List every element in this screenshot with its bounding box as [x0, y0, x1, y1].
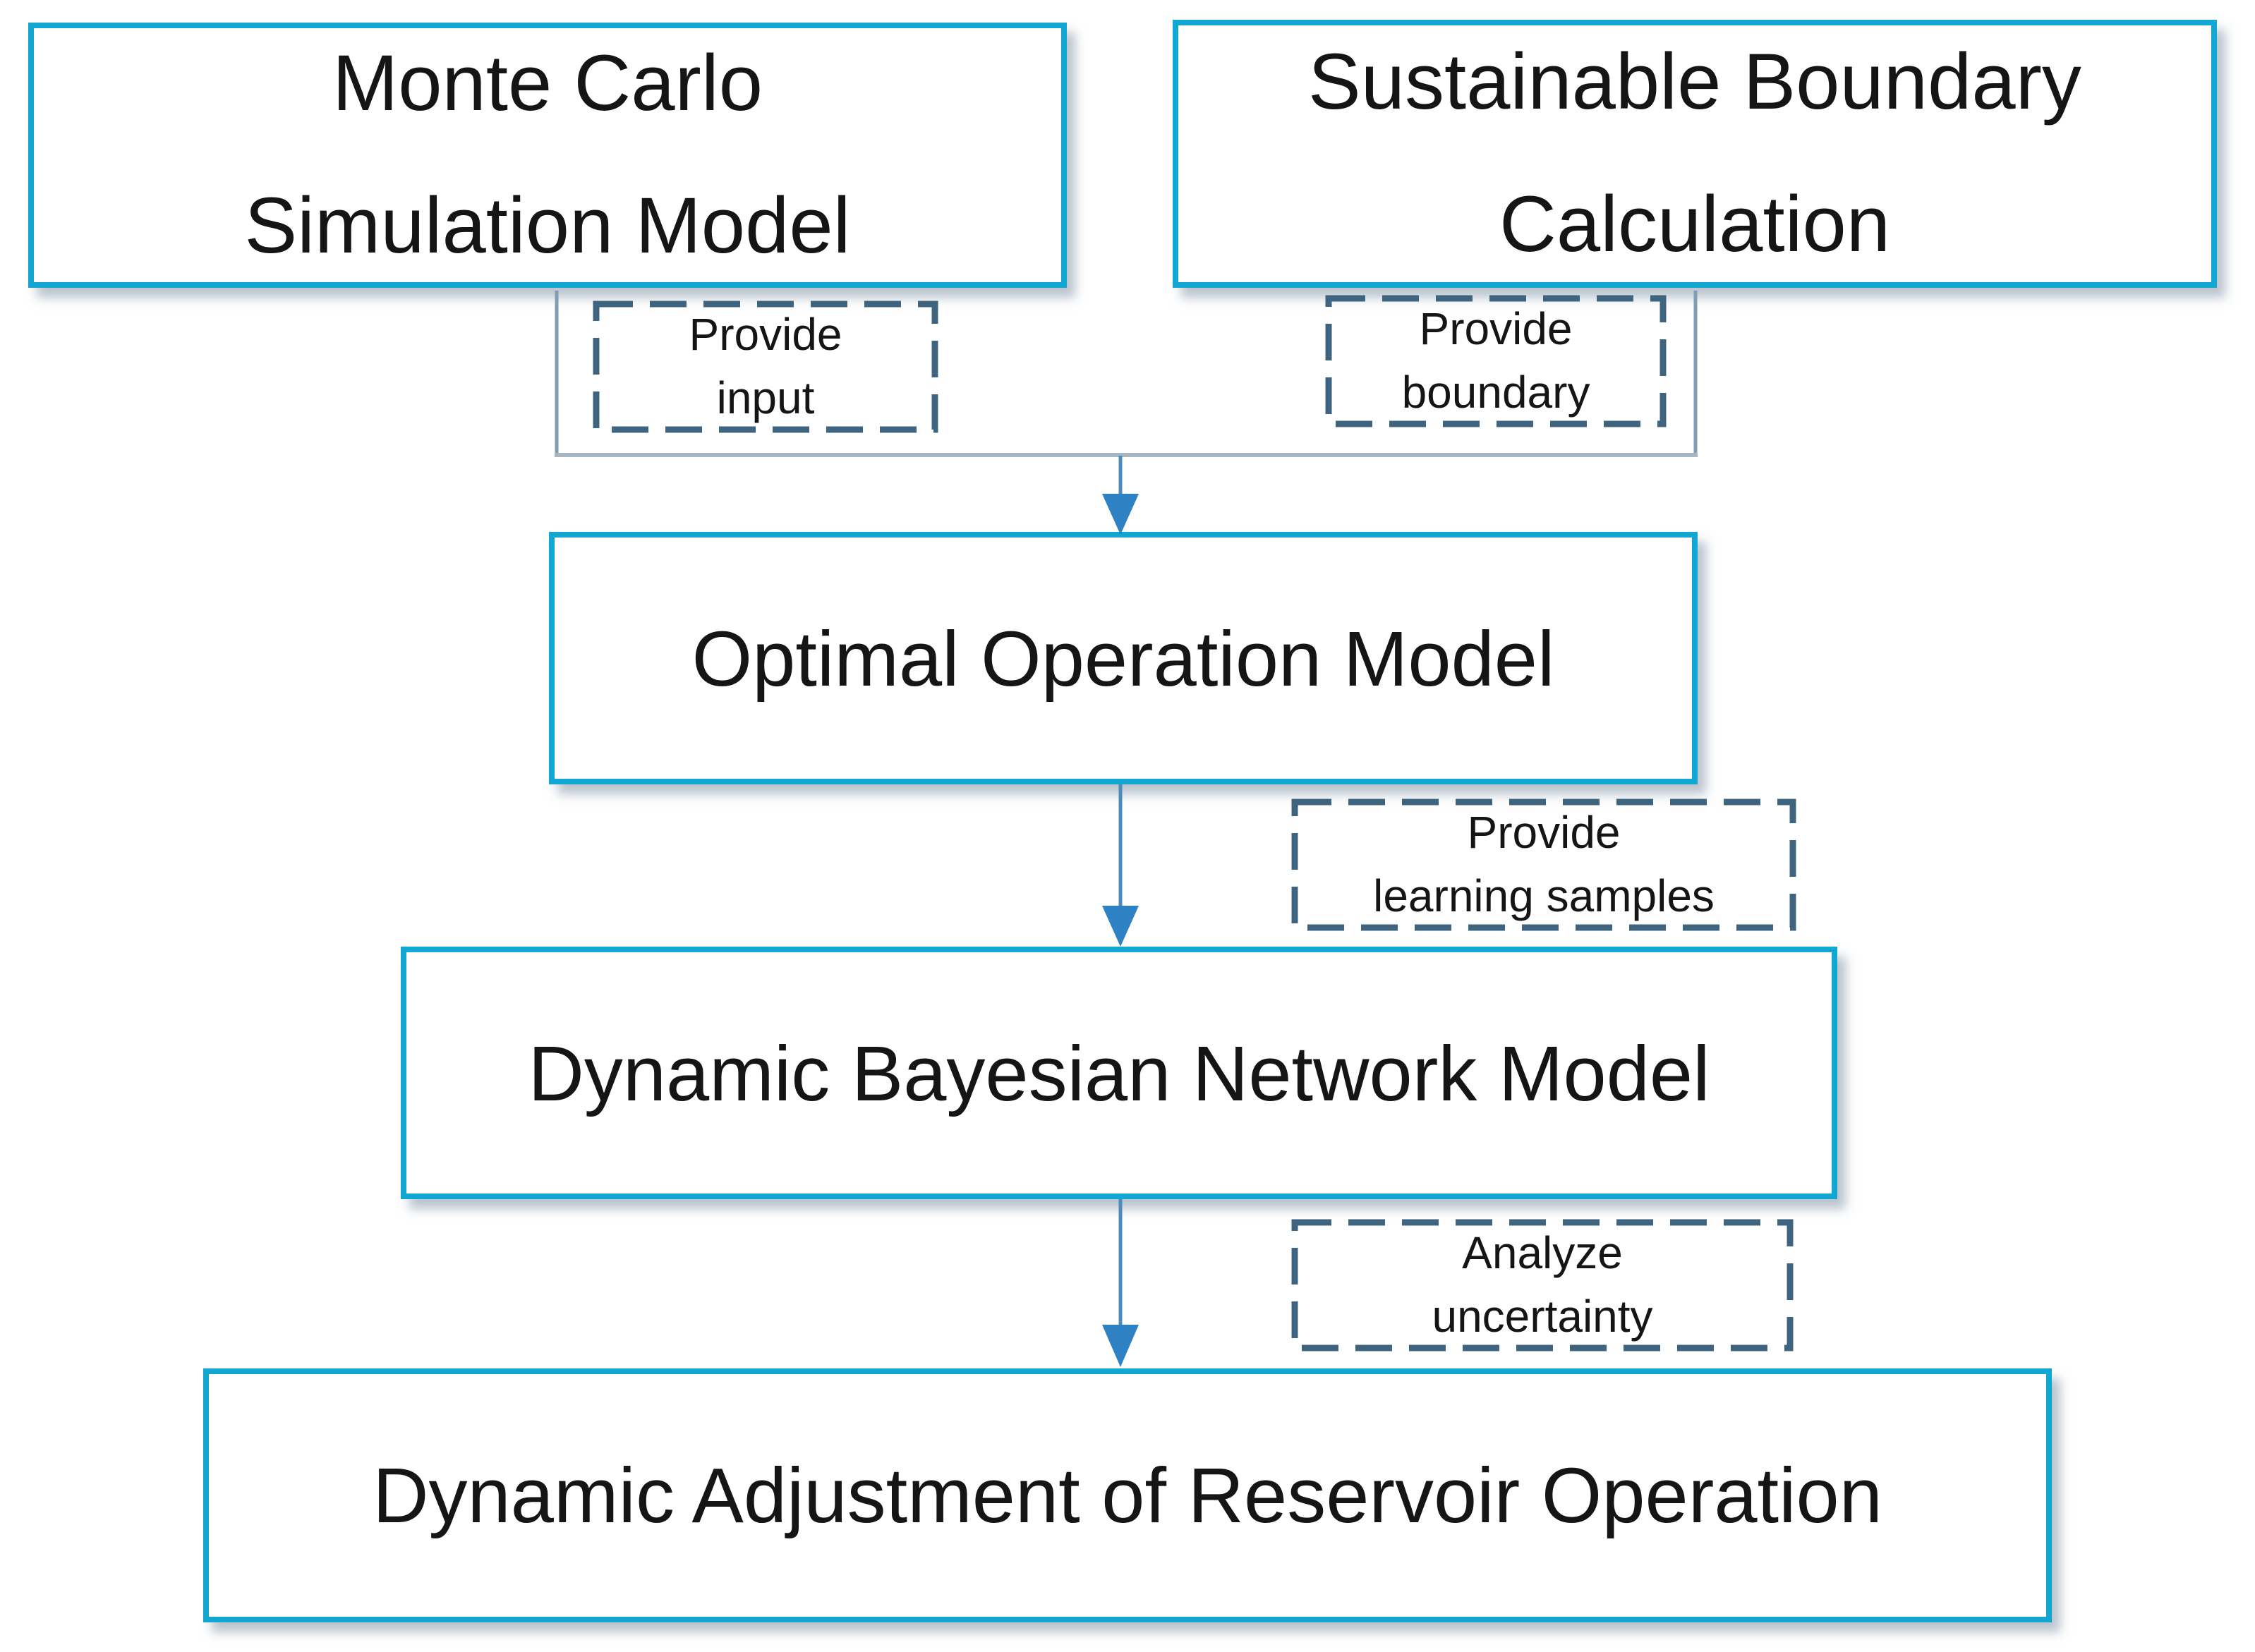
- node-text-line: Optimal Operation Model: [691, 614, 1555, 702]
- arrowhead-down-icon: [1102, 1325, 1139, 1367]
- dashed-border: [1291, 798, 1796, 931]
- edge-label-line: Provide: [1467, 806, 1621, 858]
- edge-label-analyze-uncertainty: Analyze uncertainty: [1291, 1219, 1794, 1352]
- node-text-line: Simulation Model: [244, 181, 851, 269]
- edge-label-provide-learning-samples: Provide learning samples: [1291, 798, 1796, 931]
- arrowhead-down-icon: [1102, 906, 1139, 947]
- node-monte-carlo-simulation-model: Monte Carlo Simulation Model: [28, 23, 1067, 288]
- node-text-line: Monte Carlo: [332, 38, 763, 128]
- node-text-line: Calculation: [1499, 179, 1891, 268]
- arrowhead-down-icon: [1102, 494, 1139, 535]
- edge-label-provide-boundary: Provide boundary: [1325, 295, 1667, 427]
- edge-label-line: learning samples: [1373, 870, 1715, 921]
- edge-label-provide-input: Provide input: [593, 300, 938, 433]
- node-optimal-operation-model: Optimal Operation Model: [549, 532, 1698, 784]
- edge-label-line: boundary: [1401, 367, 1590, 418]
- edge-label-line: input: [716, 372, 815, 423]
- dashed-border: [593, 300, 938, 433]
- node-text-line: Dynamic Adjustment of Reservoir Operatio…: [373, 1452, 1882, 1539]
- dashed-border: [1291, 1219, 1794, 1352]
- node-text-line: Sustainable Boundary: [1308, 37, 2081, 126]
- node-sustainable-boundary-calculation: Sustainable Boundary Calculation: [1173, 20, 2217, 288]
- edge-label-line: uncertainty: [1432, 1291, 1653, 1342]
- edge-label-line: Analyze: [1462, 1227, 1623, 1278]
- node-text-line: Dynamic Bayesian Network Model: [528, 1029, 1710, 1117]
- edge-label-line: Provide: [1419, 303, 1573, 354]
- edge-label-line: Provide: [689, 308, 842, 360]
- node-dynamic-adjustment-of-reservoir-operation: Dynamic Adjustment of Reservoir Operatio…: [203, 1368, 2052, 1622]
- dashed-border: [1325, 295, 1667, 427]
- node-dynamic-bayesian-network-model: Dynamic Bayesian Network Model: [401, 947, 1837, 1199]
